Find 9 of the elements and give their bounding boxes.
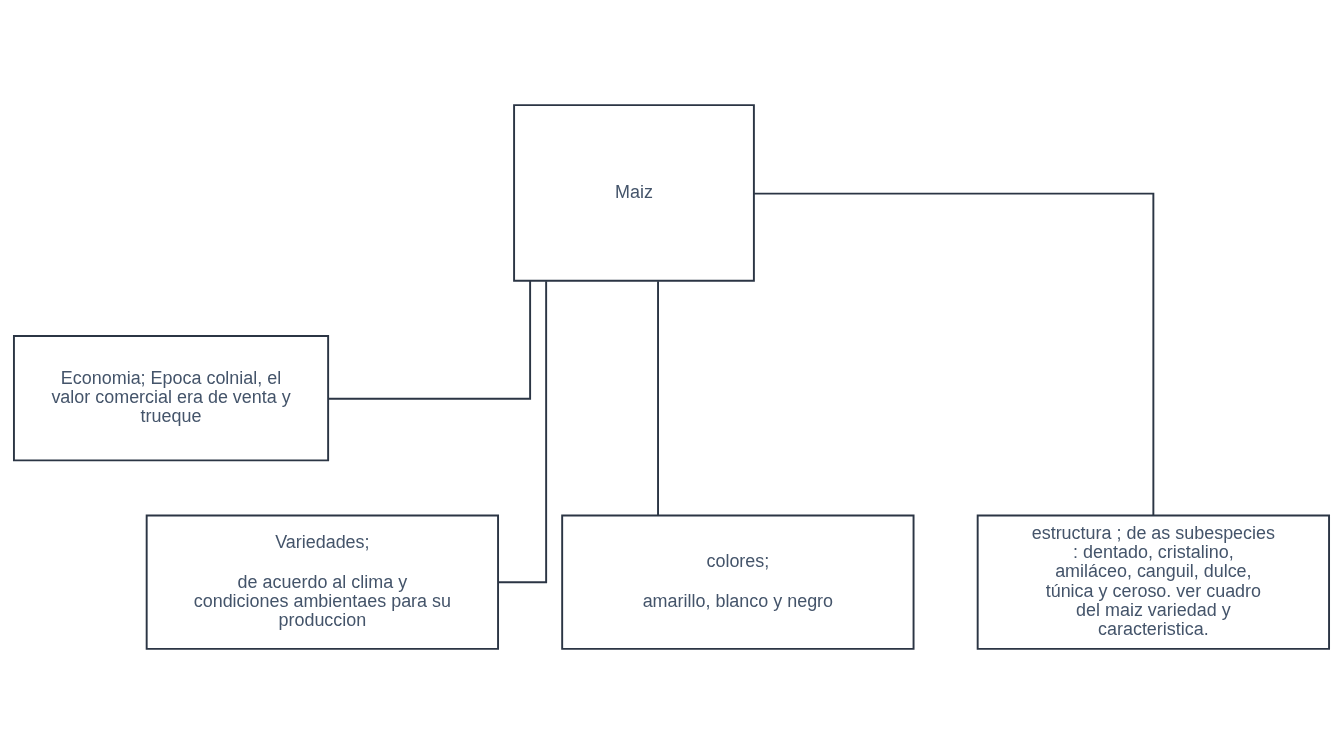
connector (327, 279, 532, 400)
node-box: Economia; Epoca colnial, el valor comercial era de venta y trueque (13, 334, 330, 461)
connector (753, 192, 1155, 516)
connector (497, 279, 548, 583)
connector (657, 279, 659, 516)
node-box: Variedades; de acuerdo al clima y condiciones ambientaes para su produccion (145, 514, 499, 650)
node-box: estructura ; de as subespecies : dentado, cristalino, amiláceo, canguil, dulce, túnica y ceroso. ver cuadro del maiz variedad y caracteristica. (976, 514, 1330, 650)
node-box: colores; amarillo, blanco y negro (561, 514, 915, 650)
node-box: Maiz (513, 103, 755, 282)
